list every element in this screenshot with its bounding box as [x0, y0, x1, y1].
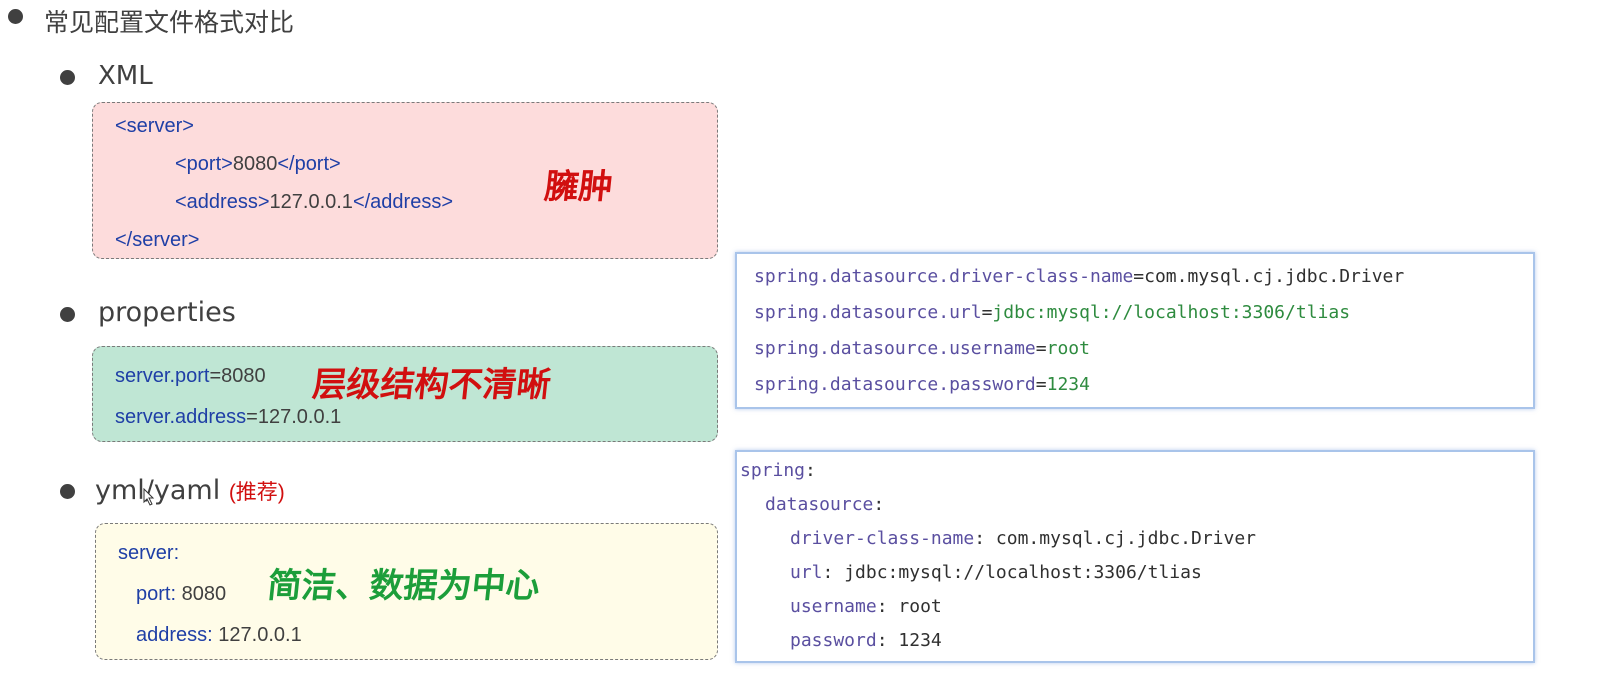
- xml-port-value: 8080: [232, 153, 278, 175]
- yml-port-value: 8080: [181, 583, 227, 605]
- yml-line-1: server:: [118, 542, 179, 565]
- code-yml-url-value: jdbc:mysql://localhost:3306/tlias: [844, 562, 1202, 583]
- code-yml-line-2: datasource:: [765, 494, 884, 515]
- code-yml-spring-key: spring: [740, 460, 806, 481]
- code-yml-colon-3: :: [974, 528, 986, 549]
- code-properties-line-2: spring.datasource.url=jdbc:mysql://local…: [754, 302, 1350, 323]
- xml-heading: XML: [98, 61, 153, 91]
- code-yml-colon-5: :: [876, 596, 888, 617]
- code-yml-line-6: password: 1234: [790, 630, 942, 651]
- xml-port-close-tag: </port>: [277, 153, 341, 175]
- properties-line-2: server.address=127.0.0.1: [115, 406, 341, 429]
- xml-line-2: <port>8080</port>: [175, 153, 341, 176]
- xml-server-close-tag: </server>: [115, 229, 200, 251]
- properties-example-box: server.port=8080 server.address=127.0.0.…: [92, 346, 718, 442]
- code-yml-driver-value: com.mysql.cj.jdbc.Driver: [995, 528, 1257, 549]
- xml-line-4: </server>: [115, 229, 199, 252]
- code-yml-username-key: username: [790, 596, 877, 617]
- code-yml-url-key: url: [790, 562, 823, 583]
- properties-bullet: [60, 307, 75, 322]
- yml-example-box: server: port: 8080 address: 127.0.0.1 简洁…: [95, 523, 718, 660]
- xml-port-open-tag: <port>: [175, 153, 233, 175]
- code-username-value: root: [1046, 338, 1090, 359]
- code-yml-username-value: root: [898, 596, 942, 617]
- code-yml-line-3: driver-class-name: com.mysql.cj.jdbc.Dri…: [790, 528, 1256, 549]
- code-properties-line-1: spring.datasource.driver-class-name=com.…: [754, 266, 1404, 287]
- code-url-value: jdbc:mysql://localhost:3306/tlias: [992, 302, 1351, 323]
- properties-heading: properties: [98, 297, 236, 328]
- code-properties-line-3: spring.datasource.username=root: [754, 338, 1090, 359]
- properties-address-key: server.address: [115, 406, 247, 428]
- yml-address-key: address:: [136, 624, 213, 646]
- yml-bullet: [60, 484, 75, 499]
- xml-example-box: <server> <port>8080</port> <address>127.…: [92, 102, 718, 259]
- page-title: 常见配置文件格式对比: [44, 8, 295, 37]
- yml-line-2: port: 8080: [136, 583, 226, 606]
- title-bullet: [8, 9, 23, 24]
- code-driver-key: spring.datasource.driver-class-name: [754, 266, 1134, 287]
- yml-code-example: spring: datasource: driver-class-name: c…: [735, 450, 1535, 663]
- yml-line-3: address: 127.0.0.1: [136, 624, 302, 647]
- code-driver-value: =com.mysql.cj.jdbc.Driver: [1133, 266, 1405, 287]
- xml-address-value: 127.0.0.1: [269, 191, 353, 213]
- code-yml-line-1: spring:: [740, 460, 816, 481]
- code-yml-colon-1: :: [805, 460, 816, 481]
- code-yml-driver-key: driver-class-name: [790, 528, 975, 549]
- code-yml-colon-4: :: [822, 562, 834, 583]
- xml-address-open-tag: <address>: [175, 191, 270, 213]
- properties-port-value: =8080: [209, 365, 266, 387]
- yml-annotation: 简洁、数据为中心: [265, 566, 542, 606]
- code-username-eq: =: [1035, 338, 1047, 359]
- xml-annotation: 臃肿: [542, 167, 615, 207]
- properties-code-example: spring.datasource.driver-class-name=com.…: [735, 252, 1535, 409]
- code-password-eq: =: [1035, 374, 1047, 395]
- code-username-key: spring.datasource.username: [754, 338, 1036, 359]
- yml-port-key: port:: [136, 583, 177, 605]
- code-yml-datasource-key: datasource: [765, 494, 874, 515]
- properties-line-1: server.port=8080: [115, 365, 266, 388]
- code-url-eq: =: [981, 302, 993, 323]
- properties-port-key: server.port: [115, 365, 210, 387]
- yml-address-value: 127.0.0.1: [218, 624, 302, 646]
- code-yml-password-value: 1234: [898, 630, 942, 651]
- code-yml-colon-6: :: [876, 630, 888, 651]
- properties-annotation: 层级结构不清晰: [310, 365, 553, 405]
- code-yml-password-key: password: [790, 630, 877, 651]
- properties-address-value: =127.0.0.1: [246, 406, 342, 428]
- code-properties-line-4: spring.datasource.password=1234: [754, 374, 1090, 395]
- code-password-key: spring.datasource.password: [754, 374, 1036, 395]
- code-yml-line-4: url: jdbc:mysql://localhost:3306/tlias: [790, 562, 1202, 583]
- code-yml-line-5: username: root: [790, 596, 942, 617]
- yml-heading: yml/yaml: [95, 475, 221, 506]
- xml-bullet: [60, 70, 75, 85]
- code-url-key: spring.datasource.url: [754, 302, 982, 323]
- xml-line-3: <address>127.0.0.1</address>: [175, 191, 453, 214]
- yml-server-key: server:: [118, 542, 180, 564]
- yml-recommend-label: (推荐): [228, 481, 285, 504]
- xml-line-1: <server>: [115, 115, 194, 138]
- yml-heading-row: yml/yaml (推荐): [95, 475, 285, 506]
- mouse-cursor-icon: [143, 488, 155, 506]
- xml-address-close-tag: </address>: [352, 191, 454, 213]
- code-password-value: 1234: [1046, 374, 1090, 395]
- code-yml-colon-2: :: [873, 494, 885, 515]
- xml-server-open-tag: <server>: [115, 115, 194, 137]
